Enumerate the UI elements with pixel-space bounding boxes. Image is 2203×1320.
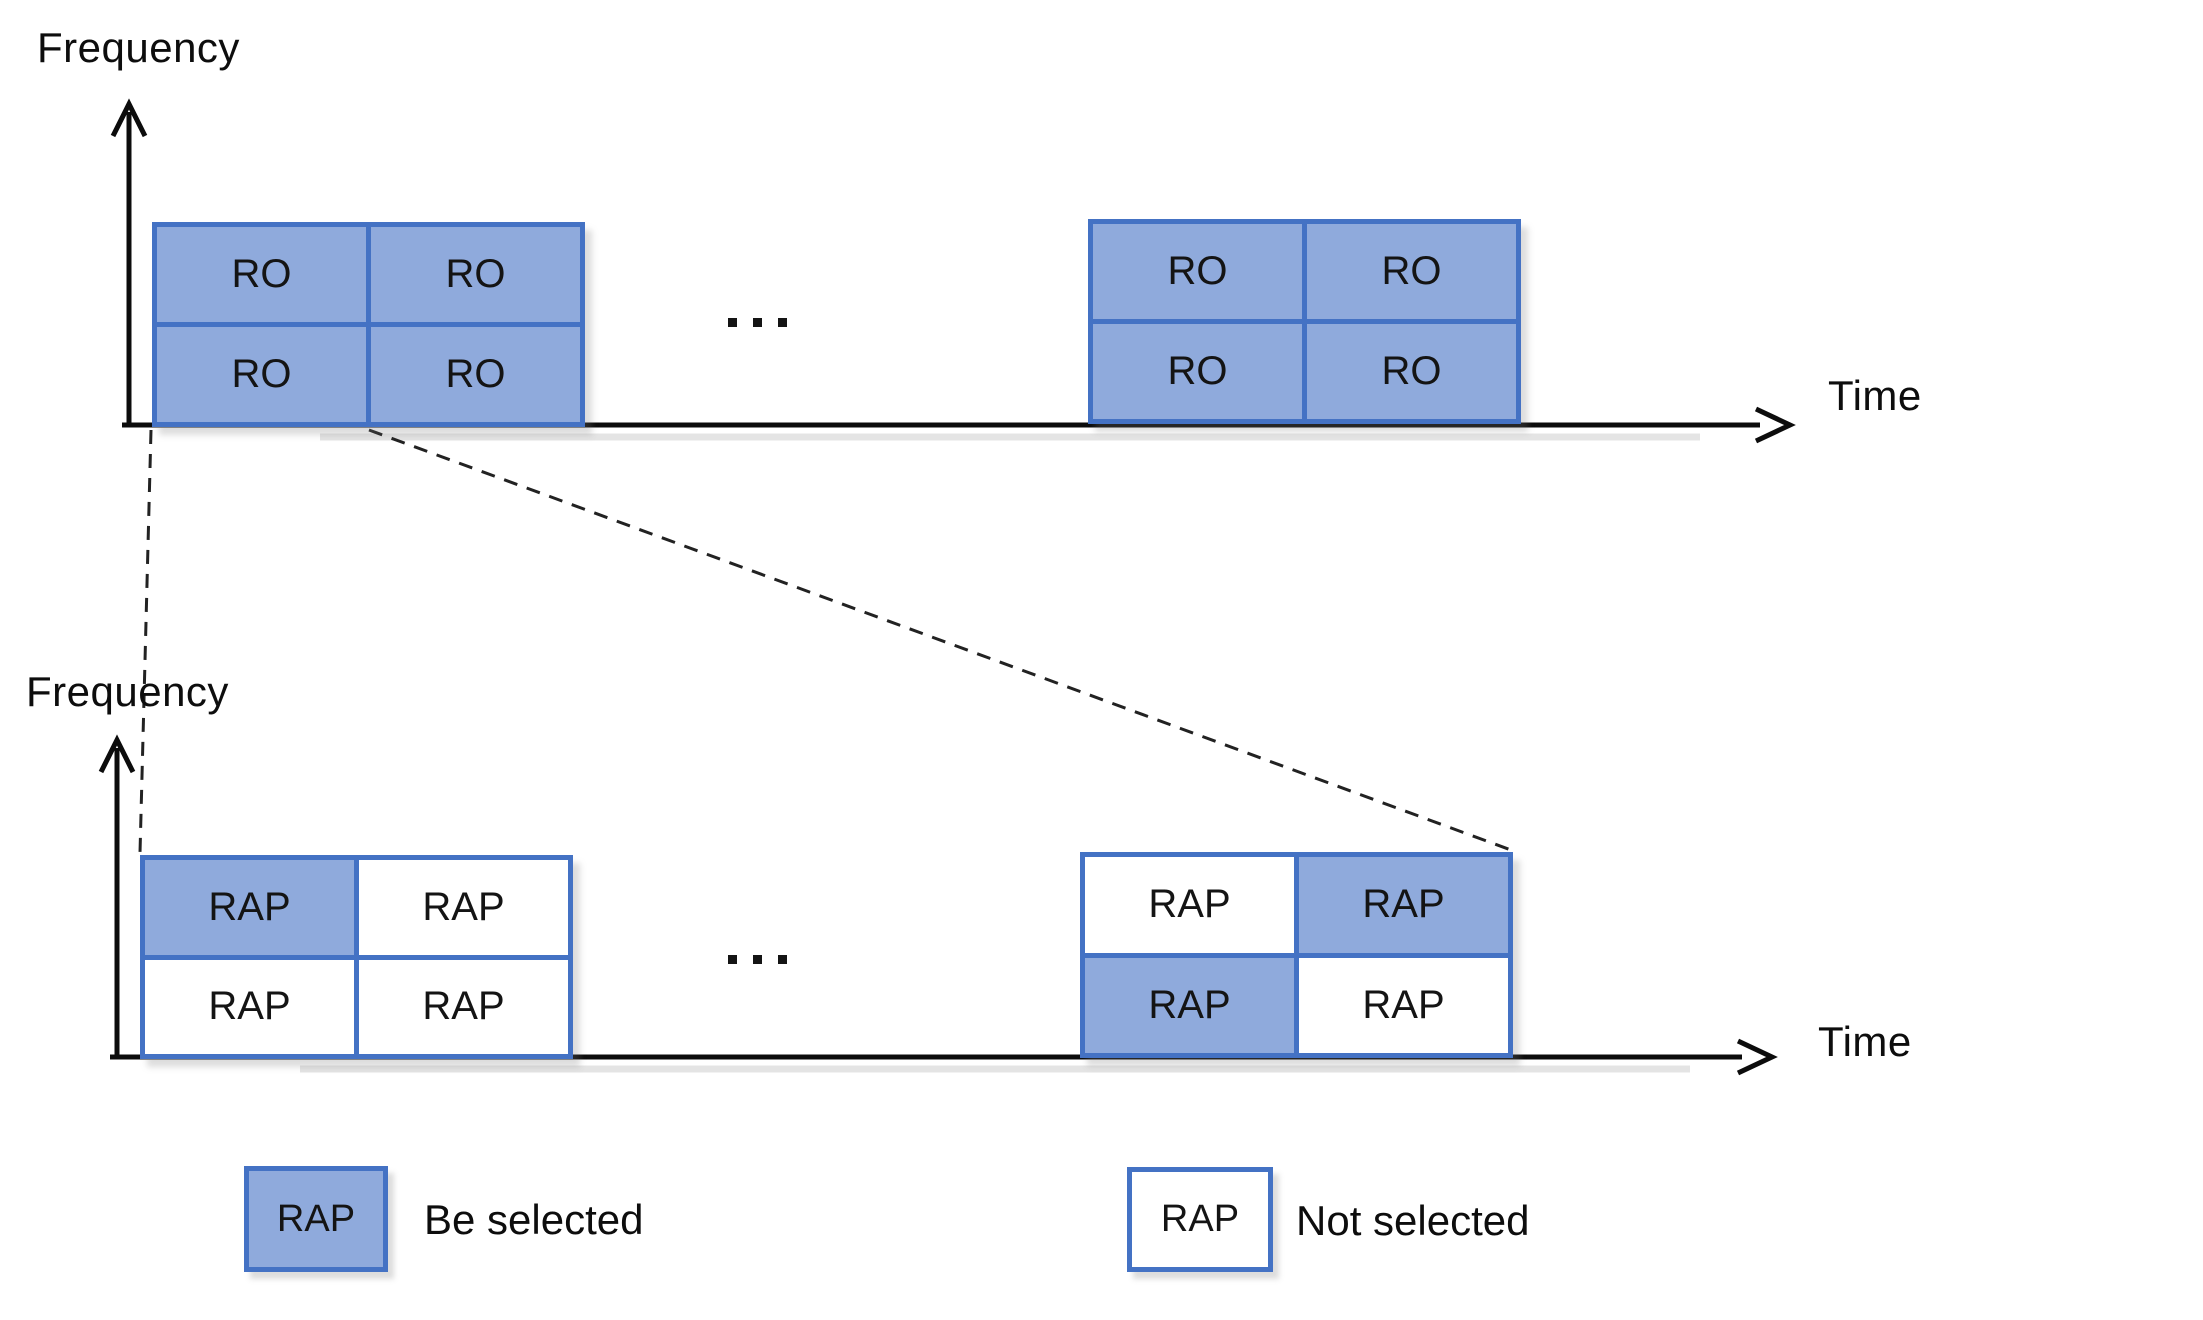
not-selected-cell: RAP [359, 959, 568, 1054]
selected-cell: RO [1307, 224, 1516, 319]
selected-cell: RO [371, 327, 580, 422]
not-selected-cell: RAP [359, 860, 568, 955]
not-selected-cell: RAP [145, 959, 354, 1054]
dashed-connector-right [368, 428, 1512, 852]
legend-selected-label: Be selected [424, 1196, 644, 1243]
selected-cell: RAP [1299, 857, 1508, 953]
ellipsis-dot [753, 318, 762, 327]
selected-cell: RO [157, 227, 366, 322]
selected-cell: RAP [1085, 957, 1294, 1053]
selected-cell: RO [157, 327, 366, 422]
top-y-axis-arrowhead [110, 98, 148, 138]
not-selected-cell: RAP [1299, 957, 1508, 1053]
ellipsis-dot [753, 955, 762, 964]
bottom-x-axis-arrowhead [1736, 1038, 1778, 1076]
dashed-connector-left [138, 429, 153, 854]
legend-not-selected-swatch: RAP [1127, 1167, 1273, 1272]
top-x-axis-arrowhead [1754, 406, 1796, 444]
bottom-ellipsis [728, 955, 787, 964]
selected-cell: RO [1307, 324, 1516, 419]
top-frequency-axis-label: Frequency [37, 24, 240, 71]
bottom-frequency-axis-label: Frequency [26, 668, 229, 715]
ellipsis-dot [728, 955, 737, 964]
selected-cell: RO [1093, 224, 1302, 319]
ellipsis-dot [778, 955, 787, 964]
bottom-y-axis-arrowhead [98, 734, 136, 774]
bottom-time-axis-label: Time [1818, 1018, 1912, 1065]
top-ellipsis [728, 318, 787, 327]
selected-cell: RAP [145, 860, 354, 955]
ellipsis-dot [778, 318, 787, 327]
legend-not-selected-label: Not selected [1296, 1197, 1530, 1244]
selected-cell: RO [371, 227, 580, 322]
not-selected-cell: RAP [1085, 857, 1294, 953]
selected-cell: RO [1093, 324, 1302, 419]
ellipsis-dot [728, 318, 737, 327]
top-time-axis-label: Time [1828, 372, 1922, 419]
legend-selected-swatch: RAP [244, 1166, 388, 1272]
